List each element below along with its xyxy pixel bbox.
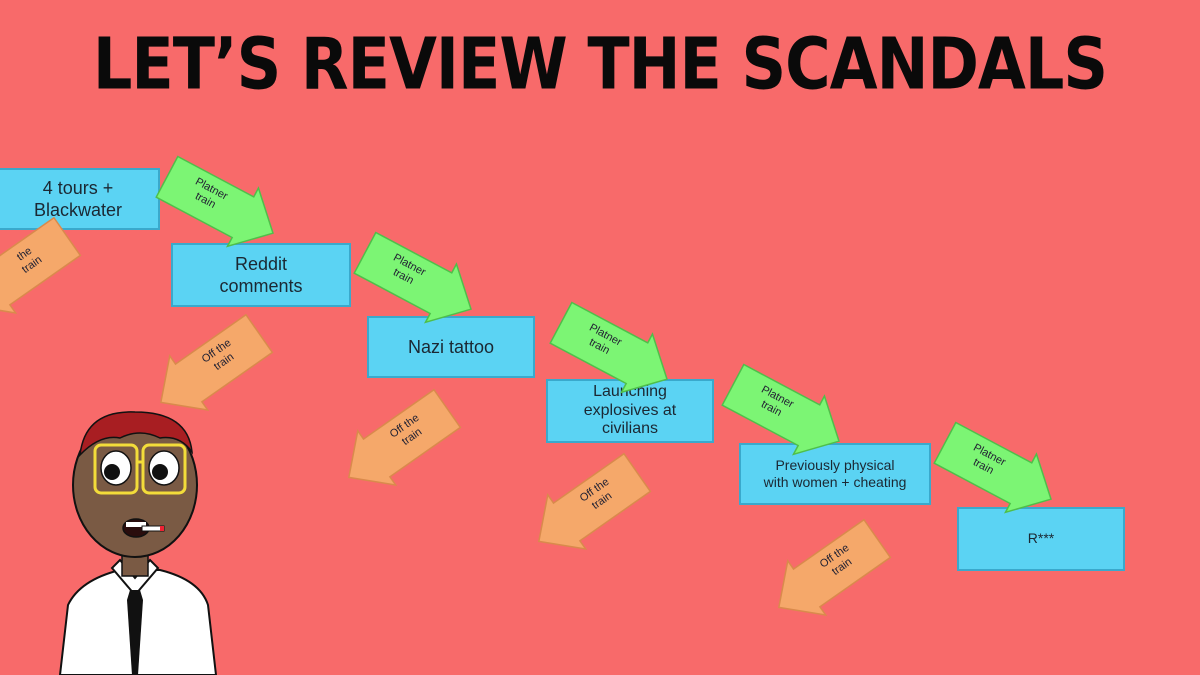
- platner-train-arrow: Platner train: [546, 294, 683, 409]
- off-the-train-arrow: Off the train: [330, 382, 466, 505]
- tie: [127, 590, 143, 675]
- scandal-label: Launching explosives at civilians: [583, 383, 677, 438]
- arrow-shape: [159, 313, 274, 411]
- off-the-train-arrow: the train: [0, 210, 86, 333]
- page-title: LET’S REVIEW THE SCANDALS: [92, 22, 1108, 106]
- scandal-box-blackwater: 4 tours + Blackwater: [0, 168, 160, 230]
- scandal-label: Reddit comments: [219, 253, 303, 297]
- arrow-shape: [155, 155, 274, 248]
- arrow-shape: [721, 363, 840, 456]
- off-the-train-arrow: Off the train: [142, 307, 278, 430]
- scandal-label: Previously physical with women + cheatin…: [763, 456, 907, 491]
- platner-train-arrow: Platner train: [718, 356, 855, 471]
- arrow-shape: [0, 216, 82, 314]
- platner-train-arrow: Platner train: [350, 224, 487, 339]
- scandal-label: Nazi tattoo: [407, 336, 495, 357]
- scandal-box-nazi-tattoo: Nazi tattoo: [367, 316, 535, 378]
- arrow-shape: [537, 452, 652, 550]
- glasses-right: [141, 443, 187, 495]
- cartoon-character: [58, 411, 218, 675]
- scandal-box-r: R***: [957, 507, 1125, 571]
- arrow-shape: [933, 421, 1052, 514]
- scandal-label: 4 tours + Blackwater: [33, 177, 123, 221]
- scandal-label: R***: [1027, 530, 1055, 547]
- arrow-shape: [777, 518, 892, 616]
- glasses-left: [93, 443, 139, 495]
- off-the-train-arrow: Off the train: [520, 446, 656, 569]
- off-the-train-arrow: Off the train: [760, 512, 896, 635]
- scandal-box-reddit: Reddit comments: [171, 243, 351, 307]
- platner-train-arrow: Platner train: [930, 414, 1067, 529]
- hair: [79, 411, 194, 458]
- arrow-shape: [347, 388, 462, 486]
- arrow-shape: [353, 231, 472, 324]
- platner-train-arrow: Platner train: [152, 148, 289, 263]
- arrow-shape: [549, 301, 668, 394]
- scandal-box-physical: Previously physical with women + cheatin…: [739, 443, 931, 505]
